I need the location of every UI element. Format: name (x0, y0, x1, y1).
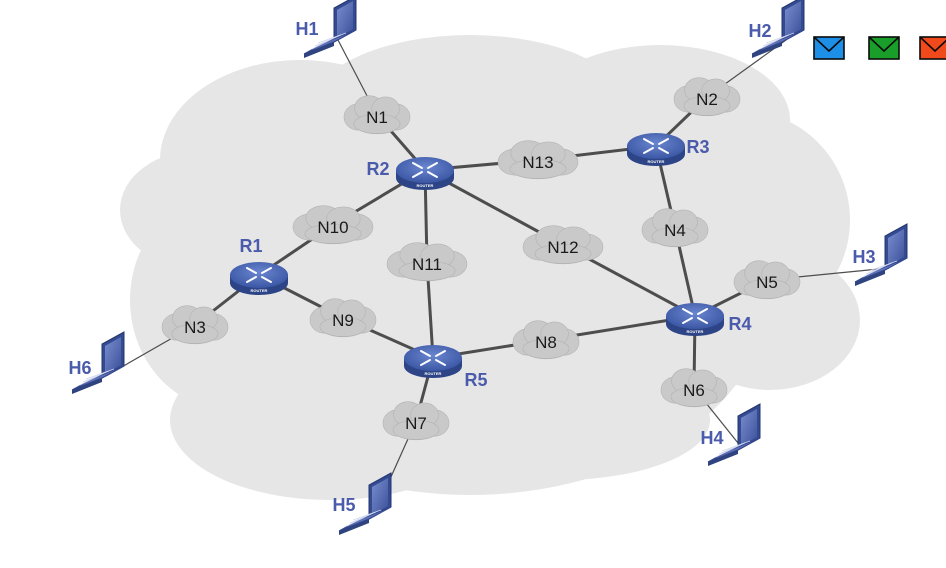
envelope-icon (813, 36, 845, 60)
network-n11: N11 (386, 242, 468, 282)
host-label-h5: H5 (332, 495, 355, 515)
router-label-r5: R5 (464, 370, 487, 390)
network-label: N8 (535, 333, 557, 352)
host-label-h4: H4 (700, 428, 723, 448)
network-label: N11 (412, 255, 442, 274)
host-label-h2: H2 (748, 21, 771, 41)
network-n1: N1 (343, 95, 411, 135)
network-label: N1 (366, 108, 388, 127)
host-label-h3: H3 (852, 247, 875, 267)
router-r3: ROUTER (627, 133, 685, 166)
router-tag: ROUTER (417, 183, 434, 188)
network-n6: N6 (660, 368, 728, 408)
network-label: N7 (405, 414, 427, 433)
router-tag: ROUTER (425, 371, 442, 376)
network-label: N5 (756, 273, 778, 292)
router-tag: ROUTER (251, 288, 268, 293)
router-label-r3: R3 (686, 137, 709, 157)
background-cloud-part (120, 150, 280, 270)
network-label: N13 (522, 153, 553, 172)
laptop-icon-h5 (338, 472, 392, 535)
background-cloud-part (680, 250, 860, 390)
network-n8: N8 (512, 320, 580, 360)
laptop-icon-h4 (707, 403, 761, 466)
router-arrows-icon (643, 138, 669, 154)
network-n2: N2 (673, 77, 741, 117)
router-r4: ROUTER (666, 303, 724, 336)
network-n3: N3 (161, 305, 229, 345)
network-label: N2 (696, 90, 718, 109)
router-tag: ROUTER (648, 159, 665, 164)
network-n7: N7 (382, 401, 450, 441)
network-label: N3 (184, 318, 206, 337)
network-n4: N4 (641, 208, 709, 248)
router-r1: ROUTER (230, 262, 288, 295)
router-arrows-icon (420, 350, 446, 366)
router-label-r2: R2 (366, 159, 389, 179)
network-n12: N12 (522, 225, 604, 265)
router-label-r4: R4 (728, 314, 751, 334)
envelope-icon (868, 36, 900, 60)
network-n5: N5 (733, 260, 801, 300)
network-label: N9 (332, 311, 354, 330)
network-n9: N9 (309, 298, 377, 338)
host-label-h1: H1 (295, 19, 318, 39)
laptop-icon-h6 (71, 331, 125, 394)
background-cloud-part (410, 360, 710, 480)
network-label: N4 (664, 221, 686, 240)
laptop-icon-h3 (854, 223, 908, 286)
router-r2: ROUTER (396, 157, 454, 190)
background-cloud (120, 35, 860, 500)
laptop-icon-h2 (751, 0, 805, 58)
host-label-h6: H6 (68, 358, 91, 378)
network-label: N6 (683, 381, 705, 400)
network-n13: N13 (497, 140, 579, 180)
background-cloud-part (170, 340, 490, 500)
envelope-icon (919, 36, 946, 60)
network-n10: N10 (292, 205, 374, 245)
router-label-r1: R1 (239, 236, 262, 256)
laptop-icon-h1 (303, 0, 357, 58)
router-r5: ROUTER (404, 345, 462, 378)
nodes: N1N2N3N4N5N6N7N8N9N10N11N12N13ROUTERROUT… (71, 0, 908, 535)
router-arrows-icon (412, 162, 438, 178)
router-tag: ROUTER (687, 329, 704, 334)
router-arrows-icon (682, 308, 708, 324)
network-label: N12 (547, 238, 578, 257)
router-arrows-icon (246, 267, 272, 283)
network-label: N10 (317, 218, 348, 237)
